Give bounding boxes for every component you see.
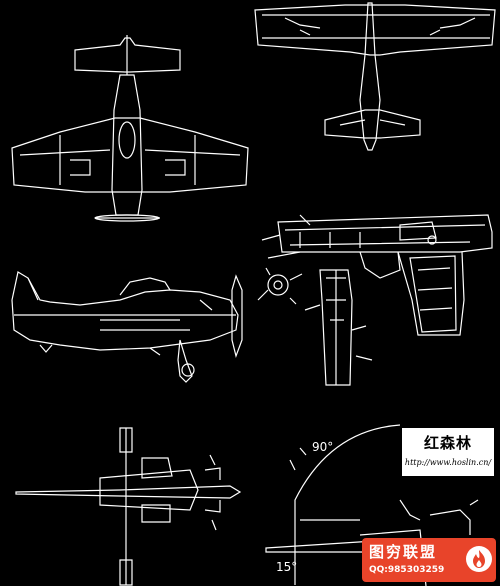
mechanism-detail [257,267,303,305]
fighter-plane-side-icon [11,271,243,383]
pistol-patent-icon [261,214,493,336]
angle-label-top: 90° [312,440,334,454]
site-badge: 图穷联盟 QQ:985303259 [362,538,496,582]
badge-title: 图穷联盟 [369,543,438,561]
watermark-url: http://www.hoslin.cn/ [404,458,492,467]
gun-turret-icon [15,427,242,586]
angle-label-bottom: 15° [276,560,298,574]
gun-mount-icon [265,424,479,586]
watermark-title: 红森林 [423,434,472,452]
fighter-plane-plan-icon [11,35,249,222]
fighter-plane-top-icon [254,2,496,151]
badge-qq: QQ:985303259 [369,565,445,575]
watermark-box: 红森林 http://www.hoslin.cn/ [400,426,496,478]
pistol-grip-section-icon [304,269,373,386]
flame-logo-icon [466,546,492,572]
